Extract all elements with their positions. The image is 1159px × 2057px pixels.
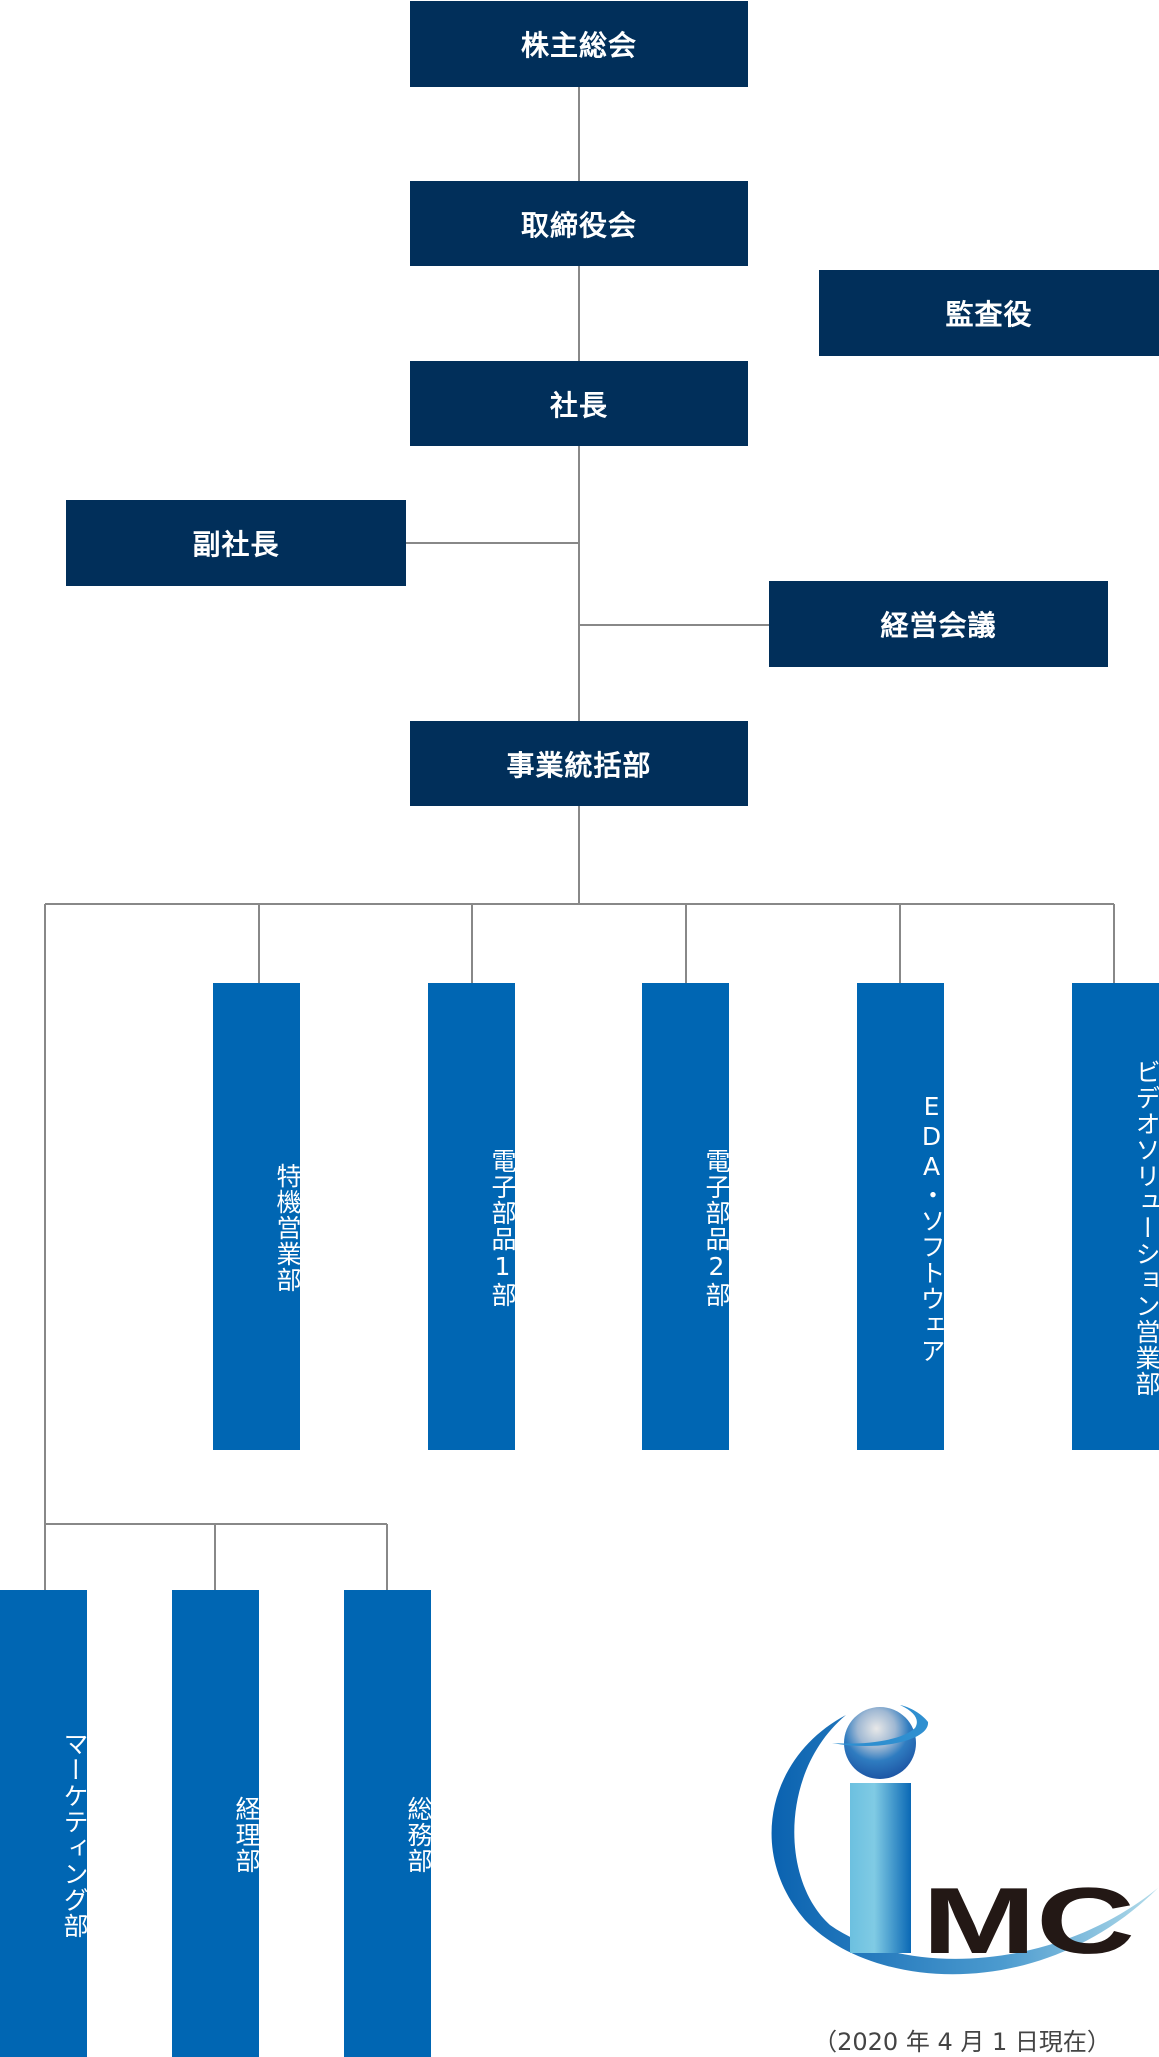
management-meeting-box: 経営会議 (769, 581, 1108, 667)
department-general-affairs: 総務部 (344, 1590, 433, 2057)
president-box: 社長 (410, 361, 748, 446)
department-accounting: 経理部 (172, 1590, 261, 2057)
as-of-date: （2020 年 4 月 1 日現在） (813, 2028, 1111, 2056)
business-division-box: 事業統括部 (410, 721, 748, 806)
logo-i-bar (850, 1783, 911, 1953)
department-eda-software: EDA・ソフトウェア (857, 983, 946, 1450)
department-marketing: マーケティング部 (0, 1590, 89, 2057)
department-special-sales: 特機営業部 (213, 983, 302, 1450)
logo-mc-text: MC (922, 1868, 1135, 1973)
imc-logo: MC (771, 1705, 1158, 1975)
board-of-directors-box: 取締役会 (410, 181, 748, 266)
department-electronic-parts-2: 電子部品2部 (642, 983, 731, 1450)
auditor-box: 監査役 (819, 270, 1159, 356)
orbit-ring (832, 1705, 929, 1747)
shareholders-meeting-box: 株主総会 (410, 1, 748, 87)
department-video-solution-sales: ビデオソリューション営業部 (1072, 983, 1159, 1450)
vice-president-box: 副社長 (66, 500, 406, 586)
department-electronic-parts-1: 電子部品1部 (428, 983, 517, 1450)
